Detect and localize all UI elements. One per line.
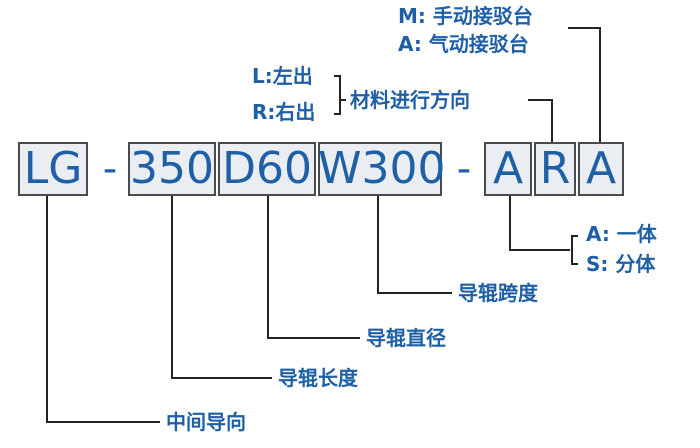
label-left-out: L:左出 xyxy=(252,64,313,88)
label-material-direction: 材料进行方向 xyxy=(350,88,470,112)
box-w300 xyxy=(318,142,442,196)
leader-350 xyxy=(171,196,272,379)
label-integrated: A: 一体 xyxy=(586,222,657,246)
label-pneumatic-dock: A: 气动接驳台 xyxy=(398,32,529,56)
box-r xyxy=(534,142,576,196)
code-d60: D60 xyxy=(222,143,312,194)
box-350 xyxy=(128,142,216,196)
code-a-1: A xyxy=(492,143,524,194)
label-split: S: 分体 xyxy=(586,252,656,276)
label-right-out: R:右出 xyxy=(252,100,316,124)
leader-a1 xyxy=(509,196,570,251)
code-350: 350 xyxy=(130,143,214,194)
code-a-2: A xyxy=(585,143,617,194)
label-middle-guide: 中间导向 xyxy=(166,410,246,434)
leader-lg xyxy=(46,196,160,423)
leader-w300 xyxy=(377,196,452,294)
label-rail-span: 导辊跨度 xyxy=(458,281,538,305)
bracket-a1 xyxy=(571,235,578,265)
code-dash-1: - xyxy=(102,146,118,192)
bracket-lr xyxy=(334,75,341,115)
box-a1 xyxy=(484,142,532,196)
code-lg: LG xyxy=(23,143,83,194)
label-rail-length: 导辊长度 xyxy=(278,366,358,390)
code-dash-2: - xyxy=(456,146,472,192)
code-w300: W300 xyxy=(318,143,446,194)
leader-r xyxy=(528,99,553,142)
code-r: R xyxy=(539,143,571,194)
box-lg xyxy=(18,142,88,196)
leader-a2 xyxy=(568,27,601,142)
leader-d60 xyxy=(267,196,360,339)
box-d60 xyxy=(218,142,316,196)
box-a2 xyxy=(578,142,624,196)
label-rail-diameter: 导辊直径 xyxy=(366,326,446,350)
label-manual-dock: M: 手动接驳台 xyxy=(398,4,533,28)
